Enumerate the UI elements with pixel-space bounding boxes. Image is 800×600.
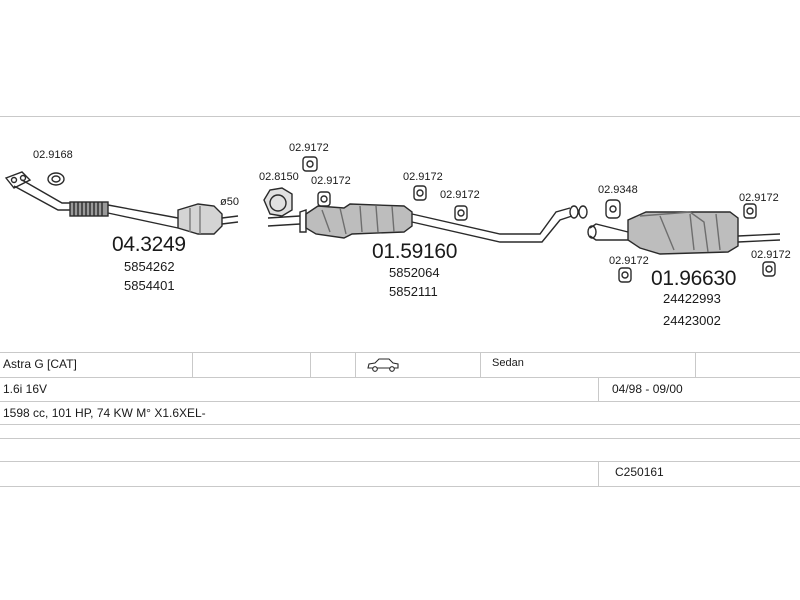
part-ref: 5852111 [389,284,438,299]
vehicle-years: 04/98 - 09/00 [612,382,683,396]
part-code-02-9172: 02.9172 [440,189,480,201]
rubber-hanger-3 [413,185,427,201]
front-pipe-flange [4,171,32,189]
gasket-ring [263,187,293,217]
rubber-hanger-2 [317,191,331,207]
table-column-divider [310,352,311,377]
vehicle-details: 1598 cc, 101 HP, 74 KW M° X1.6XEL- [3,406,206,420]
part-code-02-9172: 02.9172 [751,249,791,261]
table-bottom-border [0,486,800,487]
table-column-divider [695,352,696,377]
part-code-02-9172: 02.9172 [311,175,351,187]
rubber-hanger-5 [605,199,621,219]
part-ref: 24423002 [663,313,721,328]
diagram-top-border [0,116,800,117]
table-column-divider [192,352,193,377]
part-code-02-9348: 02.9348 [598,184,638,196]
vehicle-model: Astra G [CAT] [3,357,77,371]
table-column-divider [598,377,599,401]
part-code-02-9168: 02.9168 [33,149,73,161]
table-column-divider [598,461,599,486]
front-pipe [13,179,179,229]
vehicle-engine: 1.6i 16V [3,382,48,396]
table-row-divider [0,424,800,425]
rubber-hanger-6 [618,267,632,283]
catalogue-reference: C250161 [615,465,664,479]
sedan-car-icon [367,358,399,372]
table-column-divider [480,352,481,377]
table-top-border [0,352,800,353]
part-code-02-9172: 02.9172 [403,171,443,183]
pipe-diameter-label: ø50 [220,196,239,208]
table-row-divider [0,401,800,402]
part-ref: 5852064 [389,265,440,280]
part-code-04-3249: 04.3249 [112,233,186,256]
rear-muffler [627,211,781,255]
rubber-hanger-1 [302,156,318,172]
vehicle-body-type: Sedan [492,357,524,369]
intermediate-pipe [411,205,588,243]
rubber-hanger-8 [762,261,776,277]
rubber-hanger-7 [743,203,757,219]
table-row-divider [0,377,800,378]
hanger-ring-1 [47,172,65,186]
intermediate-flange [267,209,307,233]
centre-muffler [305,203,413,239]
part-code-02-9172: 02.9172 [739,192,779,204]
catalytic-converter [177,203,239,235]
part-ref: 5854262 [124,259,175,274]
part-code-02-8150: 02.8150 [259,171,299,183]
part-code-02-9172: 02.9172 [609,255,649,267]
rubber-hanger-4 [454,205,468,221]
part-code-01-59160: 01.59160 [372,240,458,263]
table-row-divider [0,438,800,439]
part-ref: 5854401 [124,278,175,293]
exhaust-system-diagram [4,156,781,283]
rear-pipe [587,223,629,241]
part-code-01-96630: 01.96630 [651,267,737,290]
table-row-divider [0,461,800,462]
table-column-divider [355,352,356,377]
part-code-02-9172: 02.9172 [289,142,329,154]
part-ref: 24422993 [663,291,721,306]
